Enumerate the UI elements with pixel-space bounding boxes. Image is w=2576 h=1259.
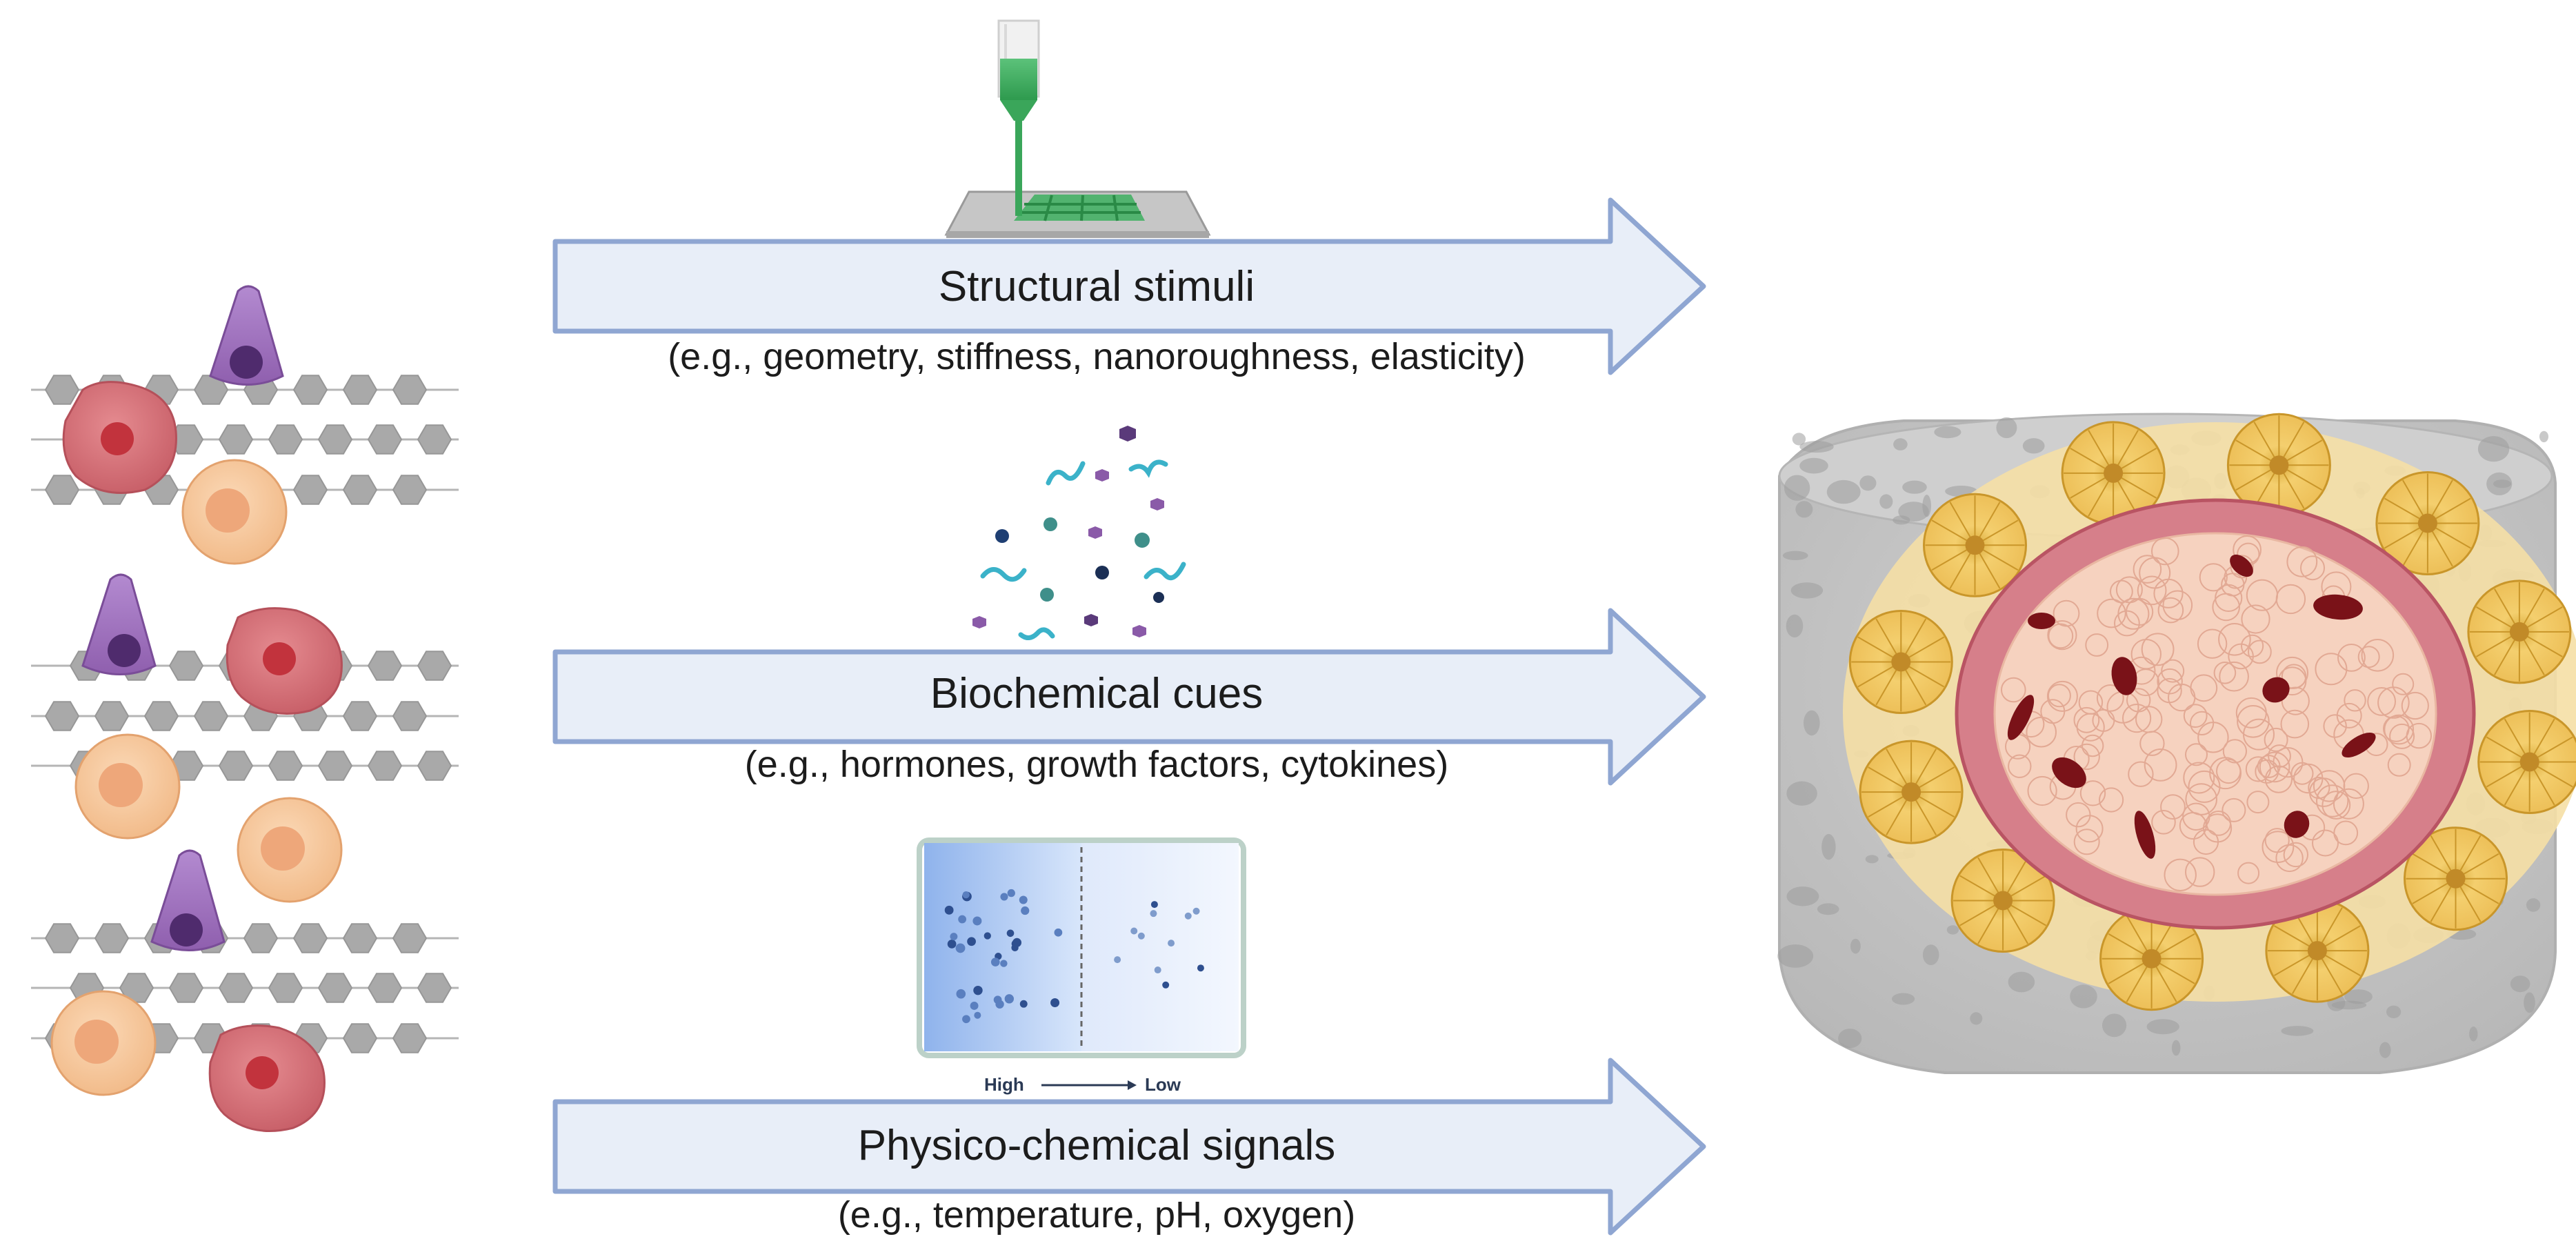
cell-red — [208, 1024, 326, 1132]
physicochemical-signals-title: Physico-chemical signals — [857, 1122, 1336, 1169]
bioprinter-nozzle-icon — [944, 19, 1211, 238]
physicochemical-signals-subtitle: (e.g., temperature, pH, oxygen) — [837, 1194, 1356, 1236]
structural-stimuli-title: Structural stimuli — [938, 263, 1255, 310]
cell-peach — [181, 459, 288, 565]
cell-purple — [209, 285, 284, 386]
cell-peach — [237, 797, 343, 903]
arrow-biochemical — [552, 608, 1706, 786]
molecules-icon — [972, 426, 1186, 640]
gradient-low-label: Low — [1145, 1074, 1181, 1095]
biochemical-cues-subtitle: (e.g., hormones, growth factors, cytokin… — [744, 744, 1449, 785]
cell-red — [62, 381, 177, 494]
cell-purple — [81, 573, 157, 675]
cell-scaffold-icon — [31, 285, 459, 1132]
cell-red — [226, 607, 343, 715]
cell-purple — [150, 849, 226, 951]
structural-stimuli-subtitle: (e.g., geometry, stiffness, nanoroughnes… — [668, 336, 1526, 377]
cell-peach — [74, 733, 181, 840]
engineered-tissue-icon — [1777, 413, 2576, 1074]
gradient-high-label: High — [984, 1074, 1024, 1095]
cell-peach — [50, 990, 157, 1096]
arrow-structural — [552, 197, 1706, 375]
arrow-physicochemical — [552, 1058, 1706, 1236]
biochemical-cues-title: Biochemical cues — [930, 670, 1264, 717]
diffusion-chamber-icon — [917, 837, 1246, 1090]
